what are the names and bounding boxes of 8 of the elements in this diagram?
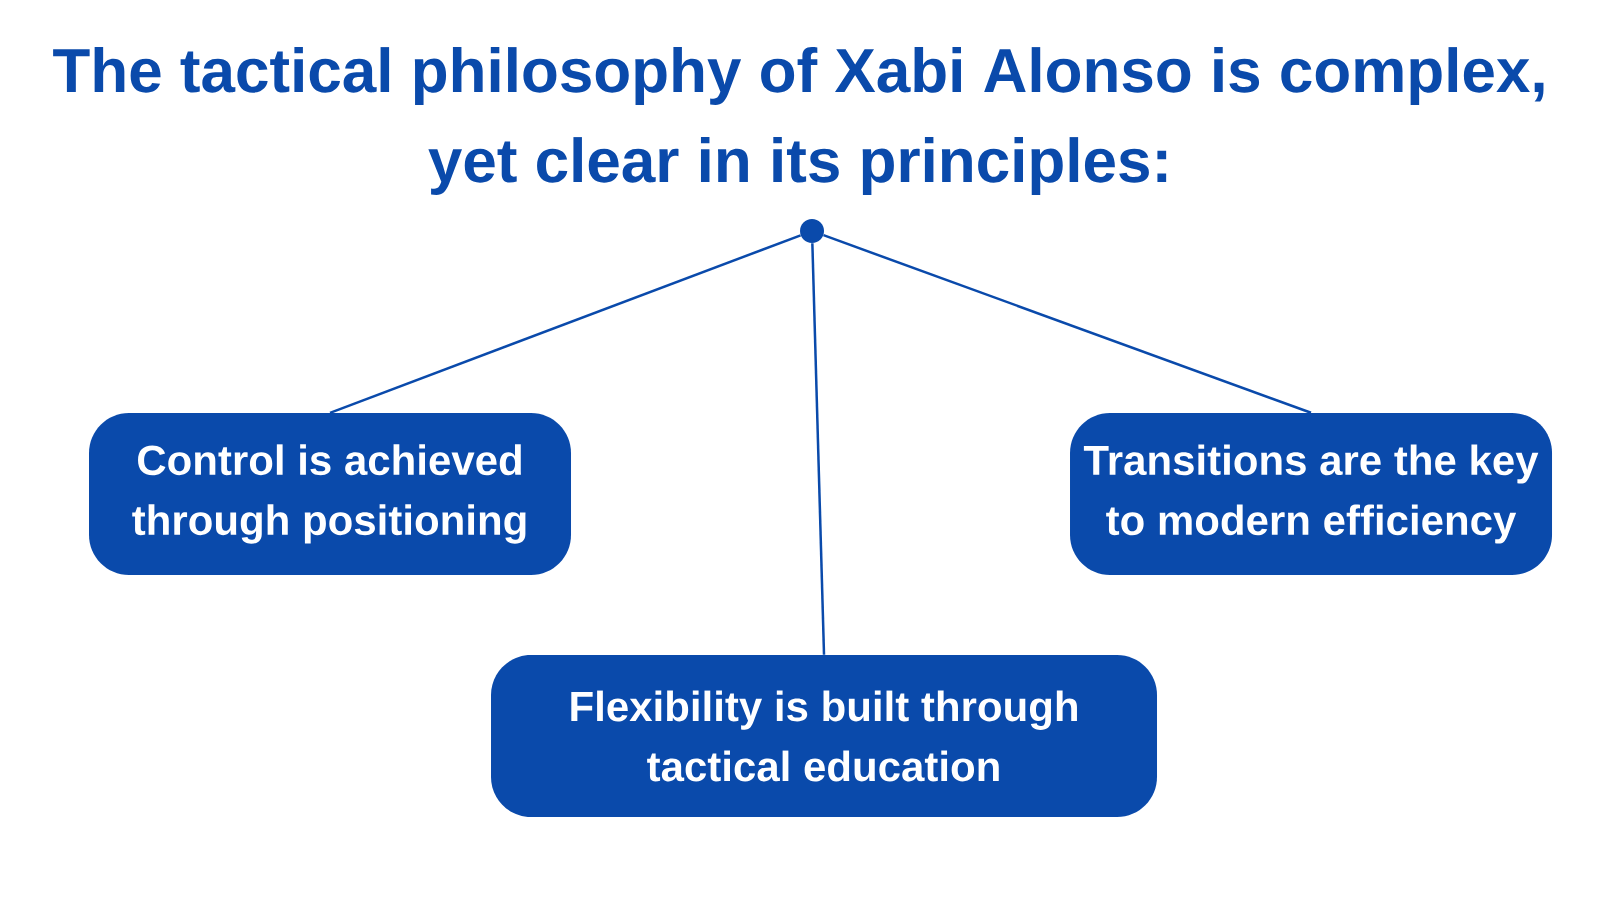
connector-line: [823, 234, 1312, 414]
text-box: Flexibility is built through tactical education: [491, 655, 1157, 817]
connector-line: [329, 234, 802, 414]
title: The tactical philosophy of Xabi Alonso is complex, yet clear in its principles:: [53, 47, 1544, 195]
text-box: Transitions are the key to modern efficiency: [1070, 413, 1552, 575]
connector-line: [811, 243, 826, 655]
text-box: Control is achieved through positioning: [89, 413, 571, 575]
junction-dot: [800, 219, 824, 243]
